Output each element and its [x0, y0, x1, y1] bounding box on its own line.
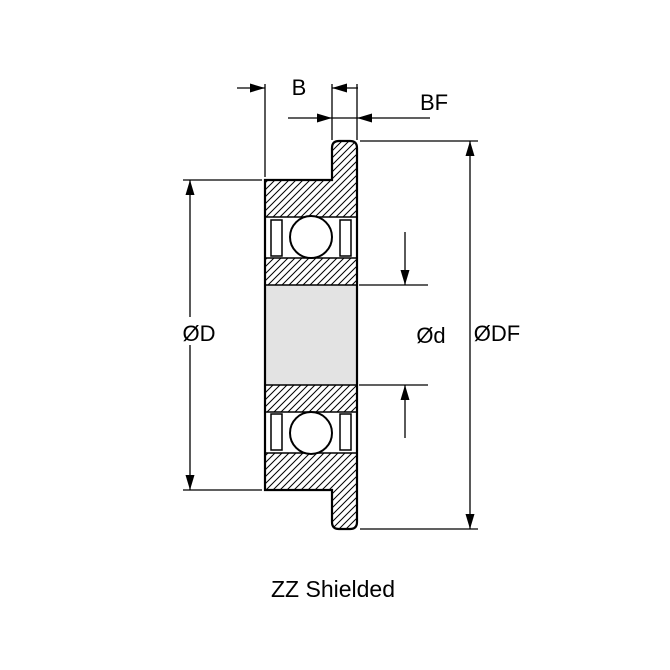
dim-label-flange-diameter: ØDF [474, 321, 520, 346]
shield-top-left [270, 219, 283, 257]
shield-bottom-left [270, 413, 283, 451]
ball-bottom [289, 411, 333, 455]
shield-top-right [339, 219, 352, 257]
dim-label-width: B [292, 75, 307, 100]
bore-area [265, 285, 357, 385]
caption-text: ZZ Shielded [271, 576, 395, 602]
outer-diameter-label-bg [172, 317, 226, 345]
dim-label-outer-diameter: ØD [183, 321, 216, 346]
shields [270, 219, 352, 451]
outer-ring-top-section [265, 141, 357, 217]
ball-top [289, 215, 333, 259]
outer-ring-bottom-section [265, 453, 357, 529]
inner-ring-bottom-section [265, 385, 357, 412]
shield-bottom-right [339, 413, 352, 451]
dim-label-flange-width: BF [420, 90, 448, 115]
bearing-outline [263, 139, 359, 531]
dim-label-bore-diameter: Ød [416, 323, 445, 348]
inner-ring-top-section [265, 258, 357, 285]
extension-lines [183, 84, 478, 530]
dimension-arrowheads [185, 83, 475, 529]
